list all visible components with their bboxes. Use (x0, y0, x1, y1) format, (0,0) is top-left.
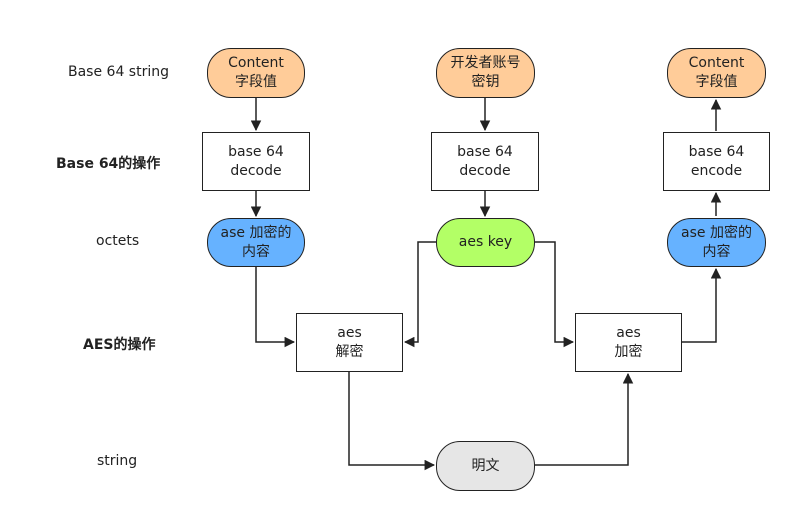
edge-encrypted-to-decrypt (255, 267, 296, 348)
node-base64-decode-left: base 64 decode (202, 132, 310, 191)
node-encrypted-content-input: ase 加密的 内容 (207, 218, 305, 267)
node-aes-key: aes key (436, 218, 535, 267)
edge-plaintext-to-encrypt (535, 372, 634, 466)
node-content-output: Content 字段值 (667, 48, 766, 98)
edge-encrypt-to-encrypted-out (682, 267, 722, 343)
node-developer-key: 开发者账号 密钥 (436, 48, 535, 98)
node-content-input: Content 字段值 (207, 48, 305, 98)
node-aes-decrypt: aes 解密 (296, 313, 403, 372)
row-label-base64-string: Base 64 string (68, 64, 169, 80)
node-aes-encrypt: aes 加密 (575, 313, 682, 372)
node-encrypted-content-output: ase 加密的 内容 (667, 218, 766, 267)
row-label-base64-op: Base 64的操作 (56, 156, 161, 172)
node-plaintext: 明文 (436, 441, 535, 491)
edge-decrypt-to-plaintext (348, 372, 436, 471)
row-label-octets: octets (96, 233, 140, 249)
edge-aeskey-to-encrypt (535, 241, 575, 348)
node-base64-encode-right: base 64 encode (663, 132, 770, 191)
row-label-aes-op: AES的操作 (83, 337, 156, 353)
row-label-string: string (97, 453, 138, 469)
edge-aeskey-to-decrypt (403, 241, 436, 348)
node-base64-decode-middle: base 64 decode (431, 132, 539, 191)
